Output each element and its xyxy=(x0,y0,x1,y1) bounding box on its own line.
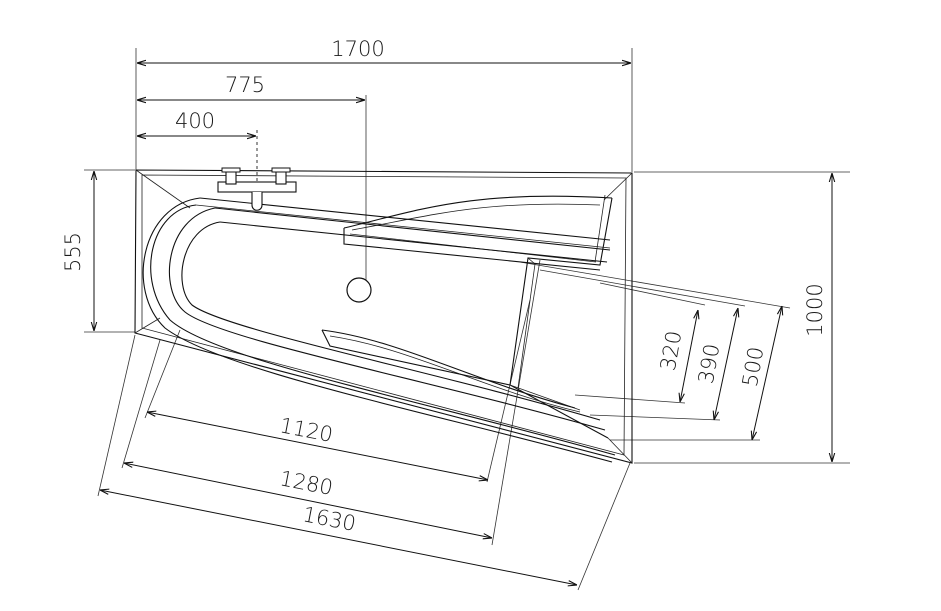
dim-label-1120: 1120 xyxy=(278,413,335,447)
drain-icon xyxy=(346,277,372,303)
dimension-lines xyxy=(94,63,832,585)
dim-label-1700: 1700 xyxy=(331,37,384,61)
dim-label-400: 400 xyxy=(175,109,215,133)
dimension-labels: 1700 775 400 555 1000 320 390 500 1120 1… xyxy=(61,37,827,536)
dim-label-775: 775 xyxy=(225,73,265,97)
bathtub-outline xyxy=(134,169,633,464)
dim-label-1000: 1000 xyxy=(803,283,827,336)
faucet-icon xyxy=(217,167,297,211)
dim-label-320: 320 xyxy=(656,329,687,373)
dim-label-555: 555 xyxy=(61,232,85,272)
dim-label-1630: 1630 xyxy=(301,502,358,536)
dim-label-500: 500 xyxy=(738,345,769,389)
dim-label-390: 390 xyxy=(694,342,725,386)
dim-label-1280: 1280 xyxy=(278,466,335,500)
